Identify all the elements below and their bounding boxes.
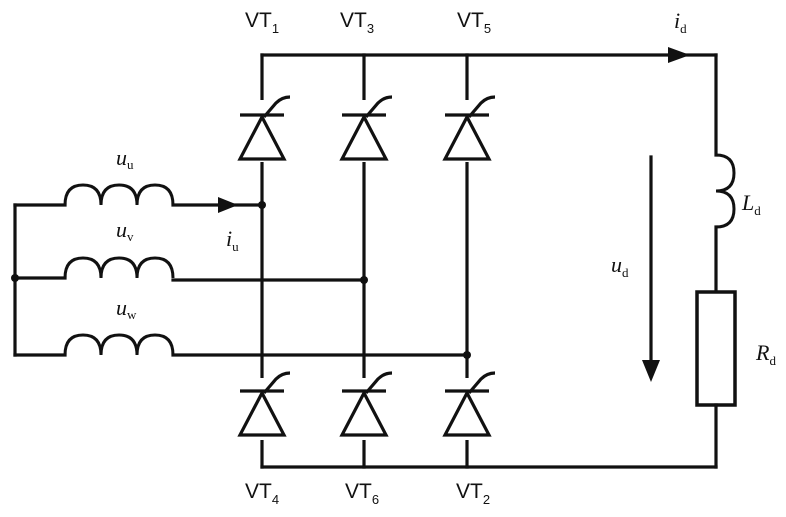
label-ud: ud xyxy=(611,252,629,280)
label-vt3: VT3 xyxy=(340,9,374,36)
label-vt5: VT5 xyxy=(457,9,491,36)
label-vt4: VT4 xyxy=(245,480,279,507)
label-vt6: VT6 xyxy=(345,480,379,507)
resistor-rd xyxy=(695,290,737,407)
arrow-id-icon xyxy=(668,47,690,63)
arrow-iu-icon xyxy=(218,197,238,213)
label-uv: uv xyxy=(116,217,134,244)
label-rd: Rd xyxy=(755,340,776,368)
thyristor-vt5 xyxy=(443,95,497,162)
label-iu: iu xyxy=(226,226,239,254)
label-id: id xyxy=(674,8,687,36)
label-ld: Ld xyxy=(741,190,761,218)
load xyxy=(695,53,737,469)
ac-source xyxy=(11,183,471,359)
thyristor-vt2 xyxy=(443,371,497,440)
thyristor-vt3 xyxy=(340,95,394,162)
label-vt2: VT2 xyxy=(456,480,490,507)
thyristor-vt6 xyxy=(340,371,394,440)
thyristor-vt4 xyxy=(238,371,292,440)
arrow-ud-icon xyxy=(642,360,660,382)
label-vt1: VT1 xyxy=(245,9,279,36)
label-uw: uw xyxy=(116,295,137,322)
label-uu: uu xyxy=(116,145,134,172)
thyristor-vt1 xyxy=(238,95,292,162)
